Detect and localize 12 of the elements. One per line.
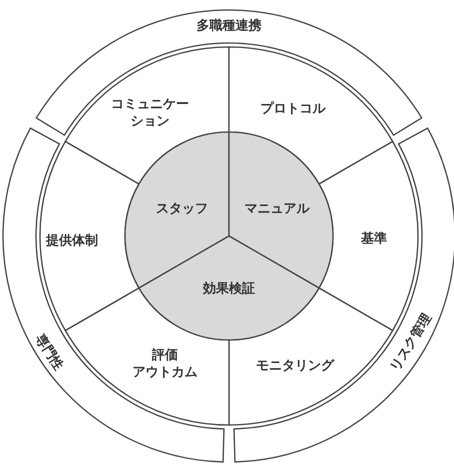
segment-label: 専門性 xyxy=(30,332,66,374)
segment-label: 評価アウトカム xyxy=(132,348,198,382)
segment-label: リスク管理 xyxy=(388,310,436,376)
segment-label: 多職種連携 xyxy=(196,18,262,36)
segment-label: 基準 xyxy=(361,232,387,248)
segment-label: マニュアル xyxy=(244,202,310,218)
segment-label: プロトコル xyxy=(260,102,326,118)
segment-label: スタッフ xyxy=(156,202,208,218)
segment-label: モニタリング xyxy=(256,358,334,376)
segment-label: 効果検証 xyxy=(203,282,255,298)
segment-label: 提供体制 xyxy=(46,234,98,250)
segment-label: コミュニケーション xyxy=(111,97,189,131)
